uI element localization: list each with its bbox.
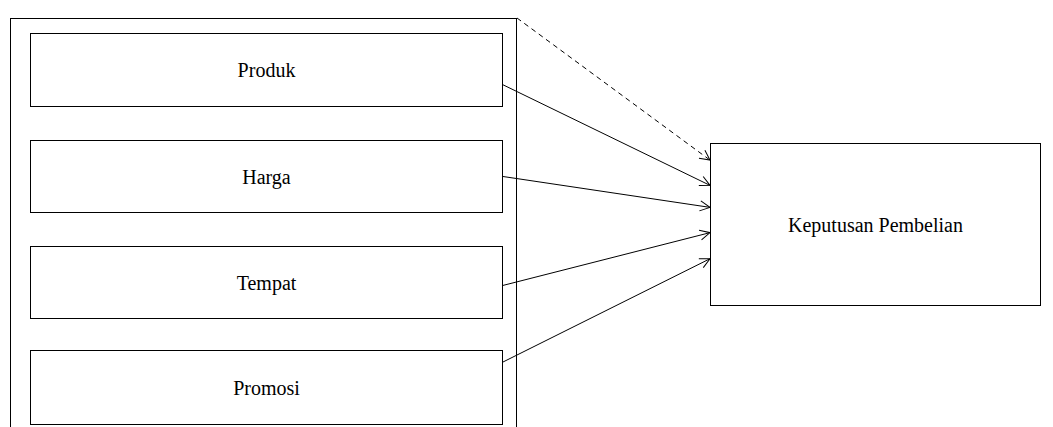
- outcome-box: Keputusan Pembelian: [710, 143, 1041, 306]
- node-label: Produk: [238, 58, 296, 82]
- influence-arrow: [503, 233, 710, 286]
- node-label: Tempat: [237, 271, 297, 295]
- node-label: Promosi: [233, 376, 300, 400]
- node-label: Harga: [242, 165, 291, 189]
- influence-arrow: [503, 259, 710, 362]
- influence-arrow: [503, 85, 710, 186]
- influence-arrow: [503, 177, 710, 208]
- factor-box: Harga: [30, 140, 503, 213]
- factor-box: Produk: [30, 33, 503, 107]
- factor-box: Promosi: [30, 350, 503, 425]
- node-label: Keputusan Pembelian: [788, 213, 963, 237]
- group-frame: ProdukHargaTempatPromosi: [10, 18, 517, 427]
- factor-box: Tempat: [30, 246, 503, 319]
